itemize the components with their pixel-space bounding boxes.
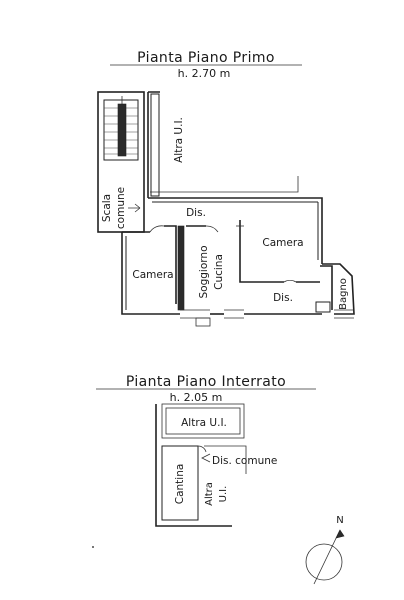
bagno-fixture	[315, 301, 331, 313]
label-altra-ui-basement: Altra U.I.	[181, 417, 227, 429]
first-floor-height: h. 2.70 m	[178, 67, 231, 80]
compass-needle	[313, 529, 341, 585]
north-arrow: N	[305, 515, 345, 585]
label-dis-top: Dis.	[186, 207, 206, 219]
first-floor-title: Pianta Piano Primo	[137, 50, 275, 66]
stair-flight	[103, 99, 139, 161]
label-cantina: Cantina	[174, 464, 186, 505]
first-floor-plan: Pianta Piano Primo h. 2.70 m Scala comun…	[97, 50, 355, 327]
basement-height: h. 2.05 m	[170, 391, 223, 404]
compass-arrowhead	[335, 529, 345, 539]
label-dis-comune: Dis. comune	[212, 455, 277, 467]
label-camera-left: Camera	[132, 269, 173, 281]
basement-plan: Pianta Piano Interrato h. 2.05 m Altra U…	[96, 374, 316, 527]
balcony-step	[195, 317, 211, 327]
label-bagno: Bagno	[338, 278, 349, 310]
stair-outline	[97, 91, 145, 233]
north-label: N	[336, 515, 343, 526]
entry-arrow	[201, 453, 211, 463]
window	[334, 309, 354, 319]
window	[180, 309, 210, 319]
label-soggiorno: Soggiorno	[198, 246, 210, 299]
entry-arrow	[128, 203, 141, 213]
partition-wall	[177, 225, 185, 311]
label-comune: comune	[115, 187, 127, 229]
label-scala: Scala	[101, 194, 113, 222]
door-arc	[149, 225, 165, 233]
door-arc	[283, 280, 297, 283]
stray-mark	[92, 546, 94, 548]
stair-core	[117, 103, 127, 157]
door-arc	[197, 445, 207, 453]
neighbour-unit-box	[165, 407, 241, 435]
neighbour-unit-top: Altra U.I.	[147, 91, 299, 198]
compass-circle	[305, 543, 343, 581]
cantina-room	[161, 445, 199, 521]
label-altra-ui: Altra U.I.	[173, 117, 185, 163]
window	[224, 309, 244, 319]
common-stair: Scala comune	[97, 91, 145, 233]
label-ui: U.I.	[218, 486, 229, 503]
apartment-walls	[121, 197, 355, 327]
basement-title: Pianta Piano Interrato	[126, 374, 286, 390]
label-cucina: Cucina	[213, 254, 225, 290]
label-camera-right: Camera	[262, 237, 303, 249]
label-dis-bottom: Dis.	[273, 292, 293, 304]
label-altra: Altra	[204, 482, 215, 506]
door-arc	[205, 225, 219, 233]
